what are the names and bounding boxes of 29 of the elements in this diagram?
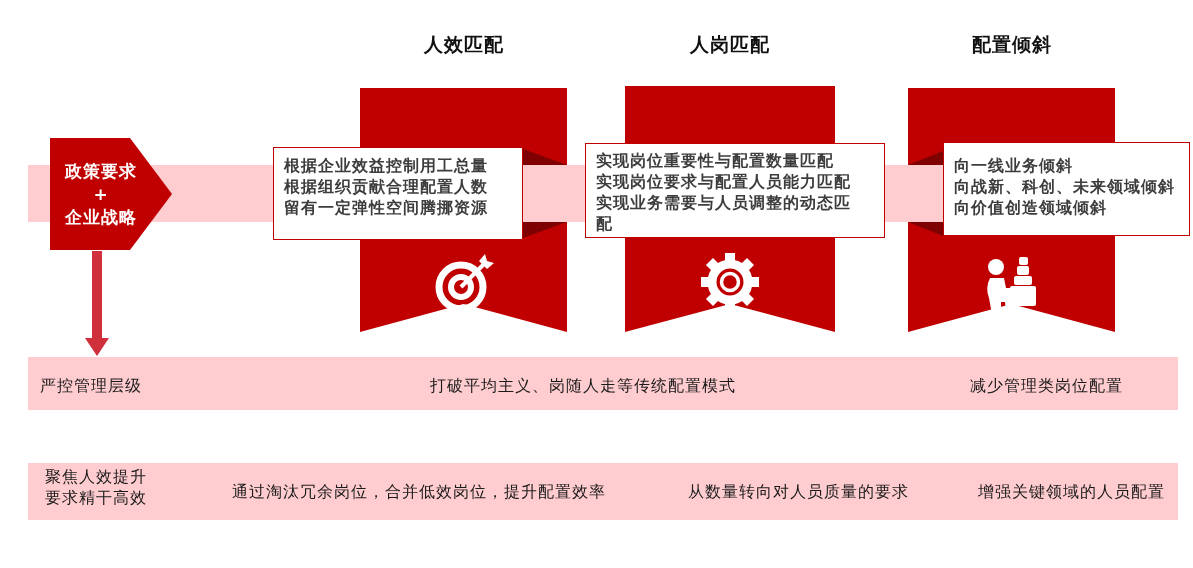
row-text: 聚焦人效提升 bbox=[45, 467, 147, 487]
row-text: 减少管理类岗位配置 bbox=[970, 376, 1123, 396]
column-heading: 人效匹配 bbox=[423, 32, 504, 57]
arrow bbox=[85, 251, 109, 356]
row-text: 严控管理层级 bbox=[40, 376, 142, 396]
list-item-text: 根据组织贡献合理配置人数 bbox=[284, 176, 488, 197]
chevron-label: + bbox=[93, 183, 109, 206]
row-band bbox=[28, 357, 1178, 410]
row-text: 打破平均主义、岗随人走等传统配置模式 bbox=[430, 376, 736, 396]
chevron-label: 政策要求 bbox=[65, 160, 137, 183]
row-text: 从数量转向对人员质量的要求 bbox=[688, 482, 909, 502]
text-box bbox=[585, 143, 885, 238]
text-box bbox=[273, 147, 523, 240]
list-item-text: 向一线业务倾斜 bbox=[954, 155, 1073, 176]
column-heading: 人岗匹配 bbox=[690, 32, 770, 57]
list-item-text: 实现岗位要求与配置人员能力匹配 bbox=[596, 171, 851, 192]
row-text: 增强关键领域的人员配置 bbox=[978, 482, 1165, 502]
list-item-text: 留有一定弹性空间腾挪资源 bbox=[284, 197, 488, 218]
list-item-text: 根据企业效益控制用工总量 bbox=[284, 155, 488, 176]
row-text: 要求精干高效 bbox=[45, 488, 147, 508]
column-heading: 配置倾斜 bbox=[971, 32, 1052, 57]
list-item-text: 实现业务需要与人员调整的动态匹配 bbox=[596, 192, 852, 234]
row-text: 通过淘汰冗余岗位，合并低效岗位，提升配置效率 bbox=[232, 482, 606, 502]
chevron-label: 企业战略 bbox=[65, 206, 137, 229]
list-item-text: 实现岗位重要性与配置数量匹配 bbox=[596, 150, 834, 171]
row-band bbox=[28, 463, 1178, 520]
list-item-text: 向价值创造领域倾斜 bbox=[954, 197, 1107, 218]
text-box bbox=[943, 142, 1190, 236]
list-item-text: 向战新、科创、未来领域倾斜 bbox=[954, 176, 1175, 197]
